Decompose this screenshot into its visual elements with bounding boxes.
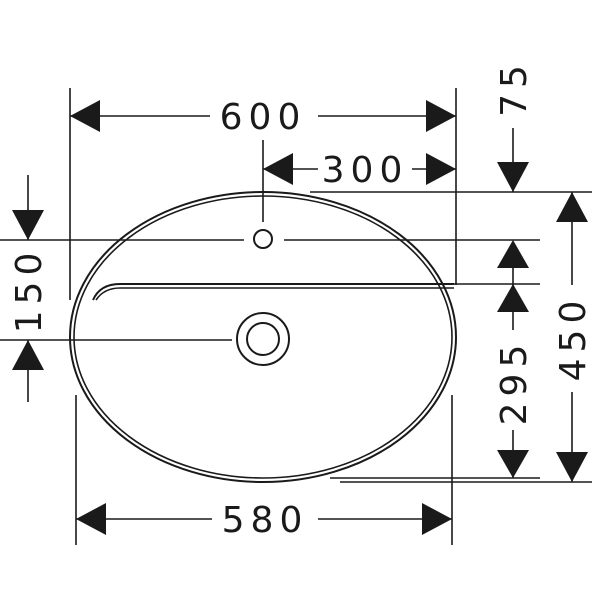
- drain: [236, 312, 290, 366]
- tap-hole: [253, 229, 273, 249]
- label-150: 150: [9, 247, 50, 334]
- dimension-295: 295: [494, 268, 535, 478]
- label-300: 300: [322, 150, 409, 191]
- label-295: 295: [494, 339, 535, 426]
- dimension-600: 600: [70, 97, 456, 138]
- dimension-450: 450: [553, 192, 594, 482]
- dimension-150: 150: [9, 175, 50, 402]
- extension-lines: [0, 88, 592, 545]
- label-600: 600: [220, 97, 307, 138]
- dimension-300: 300: [263, 150, 456, 191]
- label-75: 75: [494, 59, 535, 117]
- dimension-580: 580: [76, 500, 452, 541]
- label-450: 450: [553, 295, 594, 382]
- dimension-75: 75: [494, 59, 535, 268]
- basin-outline: [69, 191, 457, 483]
- label-580: 580: [222, 500, 309, 541]
